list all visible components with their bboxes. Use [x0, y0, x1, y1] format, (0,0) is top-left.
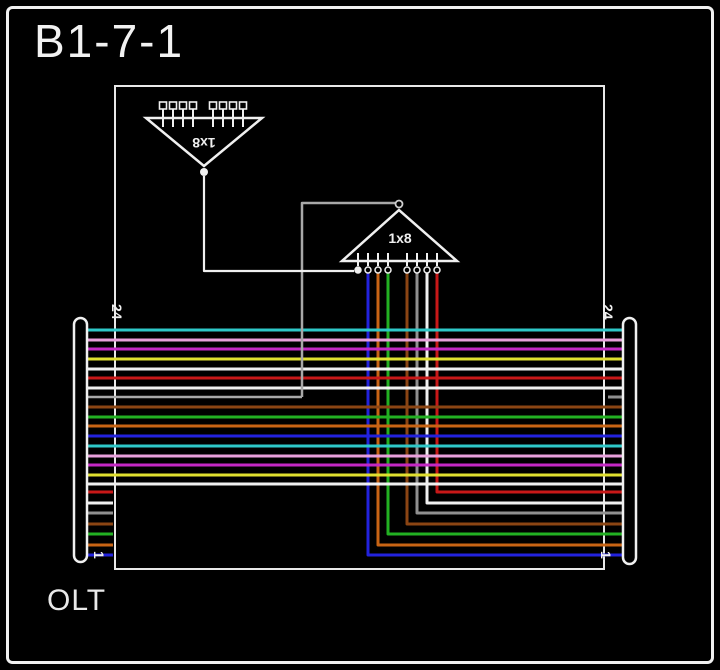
fiber-7-red-drop	[435, 273, 623, 494]
splitter-2-node-5	[403, 266, 411, 274]
splitter-1-terminator-1	[158, 101, 168, 110]
right-cable-bracket: 24 1	[598, 304, 638, 566]
splitter-2-label: 1x8	[388, 230, 412, 246]
splitter-1-terminator-7	[228, 101, 238, 110]
splitter-1-body	[142, 116, 266, 168]
left-cable-bottom-label: 1	[91, 551, 107, 559]
right-cable-sheath	[621, 316, 638, 566]
olt-label: OLT	[47, 584, 107, 617]
left-cable-count-label: 24	[109, 304, 125, 320]
fiber-5-slate-drop	[415, 273, 623, 515]
splitter-1-terminator-3	[178, 101, 188, 110]
splitter-1-pins	[158, 101, 248, 127]
splitter-output-lines	[366, 273, 623, 557]
enclosure-box	[114, 85, 605, 570]
splitter-2-pins	[354, 253, 441, 274]
outer-border	[6, 6, 714, 664]
fiber-lines	[87, 328, 623, 557]
splitter-2-node-6	[413, 266, 421, 274]
fiber-3-green-drop	[386, 273, 623, 536]
right-cable-count-label: 24	[600, 304, 616, 320]
splitter-2: 1x8	[338, 199, 461, 274]
splitter-2-input-node	[394, 199, 404, 209]
left-cable-bracket: 24 1	[72, 304, 125, 564]
splitter-2-node-1	[354, 266, 362, 274]
splitter-1-terminator-2	[168, 101, 178, 110]
splitter-2-node-8	[433, 266, 441, 274]
cascade-link	[202, 176, 354, 273]
diagram-title: B1-7-1	[34, 15, 185, 67]
fiber-2-orange-drop	[376, 273, 623, 547]
left-cable-sheath	[72, 316, 89, 564]
splitter-2-node-3	[374, 266, 382, 274]
splitter-1: 1x8	[142, 101, 266, 176]
splitter-2-node-2	[364, 266, 372, 274]
splitter-1-label: 1x8	[192, 135, 216, 151]
splitter-1-terminator-5	[208, 101, 218, 110]
splitter-input-routing	[87, 201, 395, 399]
splitter-1-input-node	[200, 168, 208, 176]
splitter-2-node-7	[423, 266, 431, 274]
fiber-1-blue-drop	[366, 273, 623, 557]
splitter-2-input-path	[300, 201, 395, 397]
cascade-line	[202, 176, 354, 273]
splitter-1-terminator-4	[188, 101, 198, 110]
splitter-1-terminator-6	[218, 101, 228, 110]
splitter-2-body	[338, 208, 461, 263]
splitter-1-terminator-8	[238, 101, 248, 110]
right-cable-bottom-label: 1	[598, 551, 614, 559]
splitter-2-node-4	[384, 266, 392, 274]
fiber-4-brown-drop	[405, 273, 623, 526]
